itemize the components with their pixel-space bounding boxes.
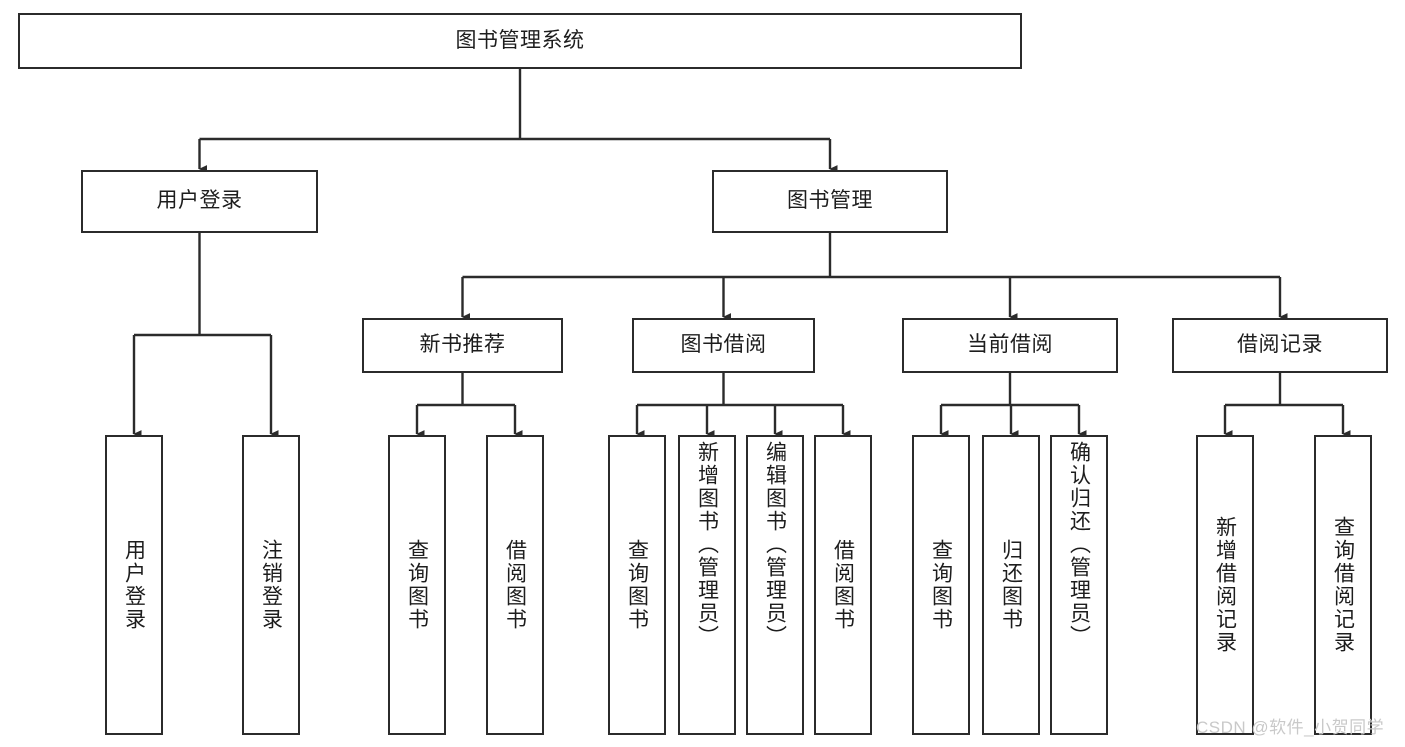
node-label: 图书管理系统 bbox=[455, 28, 585, 52]
node-leaf-query-book-current: 查询图书 bbox=[912, 435, 970, 735]
node-label: 编辑图书（管理员） bbox=[763, 441, 787, 648]
node-leaf-borrow-book-recommend: 借阅图书 bbox=[486, 435, 544, 735]
node-label: 注销登录 bbox=[259, 539, 283, 631]
node-book-borrow: 图书借阅 bbox=[632, 318, 815, 373]
node-label: 查询图书 bbox=[405, 539, 429, 631]
node-label: 当前借阅 bbox=[967, 333, 1053, 357]
node-label: 新增借阅记录 bbox=[1213, 516, 1237, 654]
node-leaf-add-book-admin: 新增图书（管理员） bbox=[678, 435, 736, 735]
node-label: 新书推荐 bbox=[419, 333, 506, 357]
node-label: 图书管理 bbox=[787, 189, 873, 213]
node-leaf-query-borrow-record: 查询借阅记录 bbox=[1314, 435, 1372, 735]
node-label: 用户登录 bbox=[156, 189, 243, 213]
node-label: 图书借阅 bbox=[680, 333, 767, 357]
node-label: 新增图书（管理员） bbox=[695, 441, 719, 648]
node-leaf-user-logout: 注销登录 bbox=[242, 435, 300, 735]
node-label: 归还图书 bbox=[999, 539, 1023, 631]
node-leaf-return-book: 归还图书 bbox=[982, 435, 1040, 735]
node-borrow-record: 借阅记录 bbox=[1172, 318, 1388, 373]
node-leaf-user-login: 用户登录 bbox=[105, 435, 163, 735]
node-label: 查询借阅记录 bbox=[1331, 516, 1355, 654]
node-book-manage: 图书管理 bbox=[712, 170, 948, 233]
node-user-login: 用户登录 bbox=[81, 170, 318, 233]
node-current-borrow: 当前借阅 bbox=[902, 318, 1118, 373]
node-new-book-recommend: 新书推荐 bbox=[362, 318, 563, 373]
node-label: 借阅记录 bbox=[1237, 333, 1323, 357]
node-leaf-query-book-borrow: 查询图书 bbox=[608, 435, 666, 735]
node-leaf-query-book-recommend: 查询图书 bbox=[388, 435, 446, 735]
node-leaf-borrow-book: 借阅图书 bbox=[814, 435, 872, 735]
node-label: 用户登录 bbox=[122, 539, 146, 631]
node-label: 借阅图书 bbox=[503, 539, 527, 631]
node-label: 确认归还（管理员） bbox=[1067, 441, 1091, 648]
node-label: 借阅图书 bbox=[831, 539, 855, 631]
node-leaf-edit-book-admin: 编辑图书（管理员） bbox=[746, 435, 804, 735]
node-label: 查询图书 bbox=[929, 539, 953, 631]
node-root: 图书管理系统 bbox=[18, 13, 1022, 69]
node-label: 查询图书 bbox=[625, 539, 649, 631]
node-leaf-confirm-return-admin: 确认归还（管理员） bbox=[1050, 435, 1108, 735]
node-leaf-add-borrow-record: 新增借阅记录 bbox=[1196, 435, 1254, 735]
